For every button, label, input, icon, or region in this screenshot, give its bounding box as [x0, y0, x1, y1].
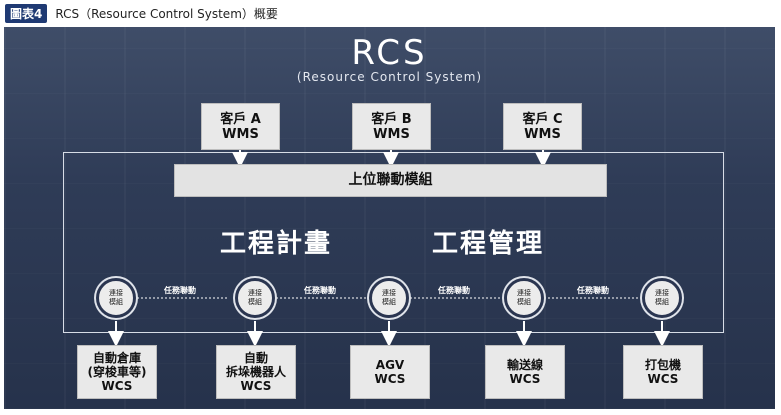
- connector-lines: [108, 150, 670, 347]
- node-1-line1: 連接: [109, 289, 123, 297]
- node-5-line2: 模組: [655, 298, 669, 306]
- figure-number-badge: 圖表4: [5, 3, 48, 23]
- wcs-2-line2: 拆垛機器人: [225, 365, 286, 379]
- wms-c-label: WMS: [524, 126, 561, 142]
- wcs-2-line1: 自動: [243, 351, 268, 365]
- node-4-line2: 模組: [517, 298, 531, 306]
- node-3-line2: 模組: [382, 298, 396, 306]
- task-link-label-4: 任務聯動: [577, 286, 609, 295]
- connect-module-node-4: 連接 模組: [504, 278, 544, 318]
- wms-box-b: 客戶 B WMS: [352, 103, 431, 150]
- wcs-box-conveyor: 輸送線 WCS: [485, 345, 565, 399]
- wcs-box-agv: AGV WCS: [350, 345, 430, 399]
- connect-module-node-3: 連接 模組: [369, 278, 409, 318]
- wms-a-label: WMS: [222, 126, 259, 142]
- wcs-4-line2: WCS: [509, 372, 541, 386]
- figure-header: 圖表4 RCS（Resource Control System）概要: [5, 3, 278, 23]
- diagram-canvas: RCS (Resource Control System) 客戶 A WMS 客…: [4, 27, 775, 409]
- upper-linkage-module: 上位聯動模組: [174, 164, 607, 197]
- node-1-line2: 模組: [109, 298, 123, 306]
- wms-box-a: 客戶 A WMS: [201, 103, 280, 150]
- wcs-1-line3: WCS: [101, 379, 133, 393]
- wcs-5-line1: 打包機: [644, 358, 681, 372]
- wcs-3-line2: WCS: [374, 372, 406, 386]
- wcs-box-auto-warehouse: 自動倉庫 (穿梭車等) WCS: [77, 345, 157, 399]
- wms-box-c: 客戶 C WMS: [503, 103, 582, 150]
- wms-b-client: 客戶 B: [371, 111, 412, 127]
- diagram-subtitle: (Resource Control System): [296, 70, 483, 84]
- task-link-label-3: 任務聯動: [438, 286, 470, 295]
- wcs-5-line2: WCS: [647, 372, 679, 386]
- node-5-line1: 連接: [655, 289, 669, 297]
- node-3-line1: 連接: [382, 289, 396, 297]
- wcs-1-line1: 自動倉庫: [92, 351, 141, 365]
- wcs-box-depalletizer: 自動 拆垛機器人 WCS: [216, 345, 296, 399]
- wcs-3-line1: AGV: [375, 358, 405, 372]
- connect-module-node-5: 連接 模組: [642, 278, 682, 318]
- node-2-line2: 模組: [248, 298, 262, 306]
- connect-module-node-2: 連接 模組: [235, 278, 275, 318]
- wms-a-client: 客戶 A: [220, 111, 261, 127]
- process-planning-heading: 工程計畫: [220, 229, 333, 259]
- wcs-box-packer: 打包機 WCS: [623, 345, 703, 399]
- task-link-label-1: 任務聯動: [164, 286, 196, 295]
- wms-c-client: 客戶 C: [522, 111, 563, 127]
- wms-b-label: WMS: [373, 126, 410, 142]
- node-4-line1: 連接: [517, 289, 531, 297]
- diagram-title: RCS: [351, 33, 428, 73]
- wcs-4-line1: 輸送線: [506, 358, 543, 372]
- wcs-1-line2: (穿梭車等): [87, 365, 147, 379]
- task-link-label-2: 任務聯動: [304, 286, 336, 295]
- connect-module-node-1: 連接 模組: [96, 278, 136, 318]
- figure-title: RCS（Resource Control System）概要: [55, 6, 278, 21]
- process-management-heading: 工程管理: [432, 229, 545, 259]
- wcs-2-line3: WCS: [240, 379, 272, 393]
- node-2-line1: 連接: [248, 289, 262, 297]
